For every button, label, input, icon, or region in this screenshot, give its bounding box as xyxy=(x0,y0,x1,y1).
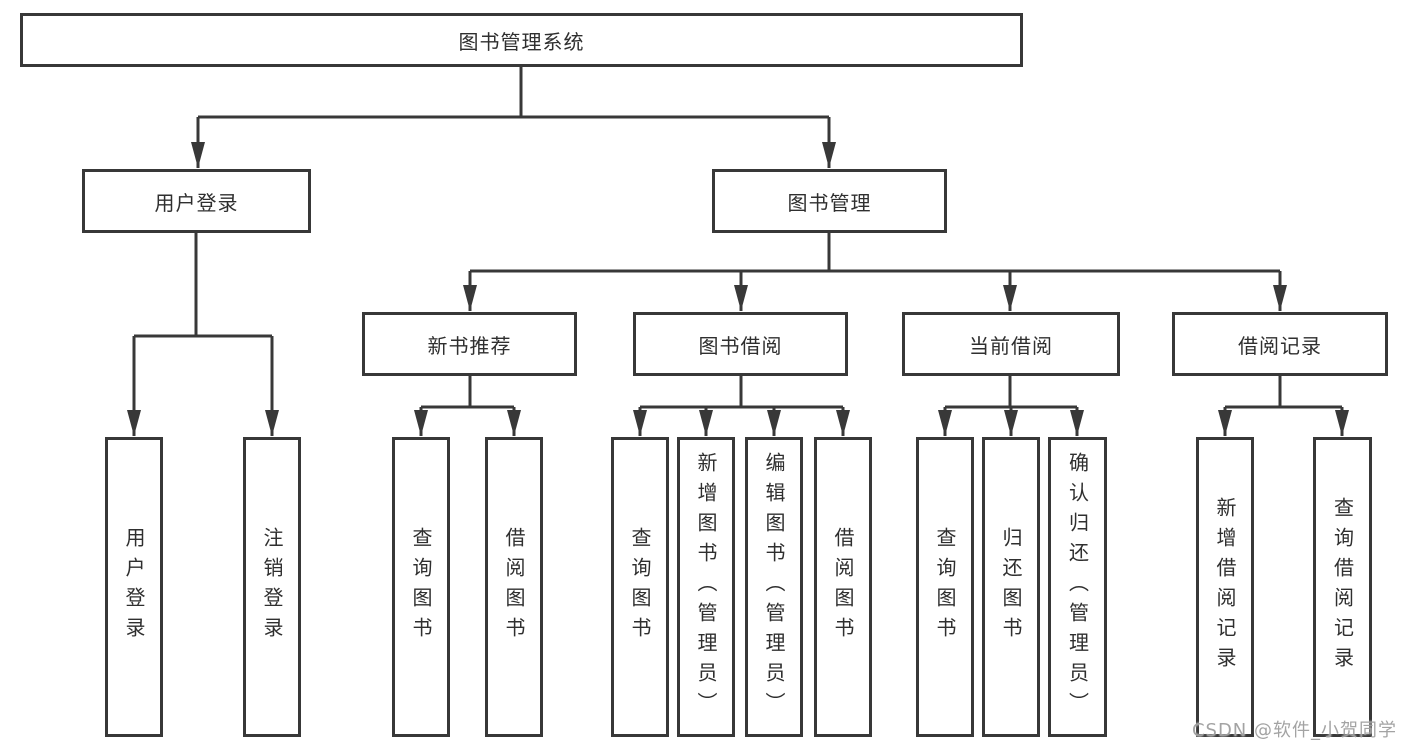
leaf-add-borrow-record-label: 新增借阅记录 xyxy=(1213,497,1237,677)
leaf-borrow-books-recommend: 借阅图书 xyxy=(485,437,543,737)
node-user-login-label: 用户登录 xyxy=(154,190,239,215)
leaf-borrow-books-borrow: 借阅图书 xyxy=(814,437,872,737)
node-library-system-label: 图书管理系统 xyxy=(458,29,585,54)
node-book-management-label: 图书管理 xyxy=(787,190,872,215)
node-borrow-records: 借阅记录 xyxy=(1172,312,1388,376)
leaf-query-books-recommend: 查询图书 xyxy=(392,437,450,737)
node-user-login: 用户登录 xyxy=(82,169,311,233)
junction-current-borrow xyxy=(938,376,1084,436)
node-current-borrow-label: 当前借阅 xyxy=(969,333,1053,358)
leaf-add-book-admin-label: 新增图书（管理员） xyxy=(694,452,718,722)
node-book-borrow: 图书借阅 xyxy=(633,312,848,376)
leaf-add-borrow-record: 新增借阅记录 xyxy=(1196,437,1254,737)
junction-book-management xyxy=(463,233,1287,311)
node-book-management: 图书管理 xyxy=(712,169,947,233)
node-library-system: 图书管理系统 xyxy=(20,13,1023,67)
node-borrow-records-label: 借阅记录 xyxy=(1238,333,1322,358)
csdn-watermark: CSDN @软件_小贺同学 xyxy=(1191,720,1397,741)
leaf-query-books-current: 查询图书 xyxy=(916,437,974,737)
leaf-edit-book-admin: 编辑图书（管理员） xyxy=(745,437,803,737)
node-new-book-recommend-label: 新书推荐 xyxy=(427,333,512,358)
junction-user-login xyxy=(127,233,279,436)
node-current-borrow: 当前借阅 xyxy=(902,312,1120,376)
leaf-borrow-books-borrow-label: 借阅图书 xyxy=(831,527,855,647)
leaf-query-books-recommend-label: 查询图书 xyxy=(409,527,433,647)
node-new-book-recommend: 新书推荐 xyxy=(362,312,577,376)
leaf-user-login: 用户登录 xyxy=(105,437,163,737)
node-book-borrow-label: 图书借阅 xyxy=(698,333,783,358)
leaf-add-book-admin: 新增图书（管理员） xyxy=(677,437,735,737)
leaf-logout-login-label: 注销登录 xyxy=(260,527,284,647)
junction-borrow-records xyxy=(1218,376,1349,436)
leaf-user-login-label: 用户登录 xyxy=(122,527,146,647)
leaf-return-book-label: 归还图书 xyxy=(999,527,1023,647)
junction-root xyxy=(191,67,836,168)
leaf-query-borrow-record: 查询借阅记录 xyxy=(1313,437,1372,737)
leaf-return-book: 归还图书 xyxy=(982,437,1040,737)
leaf-borrow-books-recommend-label: 借阅图书 xyxy=(502,527,526,647)
leaf-query-books-borrow: 查询图书 xyxy=(611,437,669,737)
leaf-logout-login: 注销登录 xyxy=(243,437,301,737)
leaf-confirm-return-admin: 确认归还（管理员） xyxy=(1048,437,1107,737)
leaf-query-books-current-label: 查询图书 xyxy=(933,527,957,647)
junction-new-book-recommend xyxy=(414,376,521,436)
leaf-edit-book-admin-label: 编辑图书（管理员） xyxy=(762,452,786,722)
leaf-query-books-borrow-label: 查询图书 xyxy=(628,527,652,647)
junction-book-borrow xyxy=(633,376,850,436)
leaf-confirm-return-admin-label: 确认归还（管理员） xyxy=(1065,452,1090,722)
leaf-query-borrow-record-label: 查询借阅记录 xyxy=(1330,497,1355,677)
